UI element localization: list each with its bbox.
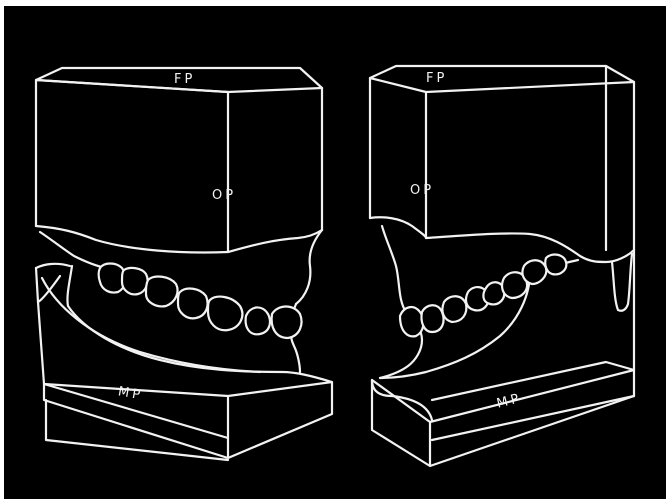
left-top-label: FP	[174, 72, 195, 87]
right-tooth	[522, 260, 546, 284]
left-tooth	[272, 307, 302, 339]
right-tooth	[421, 305, 443, 332]
left-tooth	[208, 297, 242, 331]
right-tooth	[545, 255, 566, 275]
left-tooth	[178, 289, 208, 319]
left-tooth	[246, 307, 270, 334]
left-tooth	[122, 268, 148, 294]
right-tooth	[442, 296, 466, 322]
left-side-label: OP	[212, 188, 236, 203]
right-side-label: OP	[410, 183, 434, 198]
right-top-label: FP	[426, 71, 447, 86]
right-tooth	[400, 307, 423, 336]
left-tooth	[146, 277, 178, 307]
figure-background	[4, 6, 666, 499]
